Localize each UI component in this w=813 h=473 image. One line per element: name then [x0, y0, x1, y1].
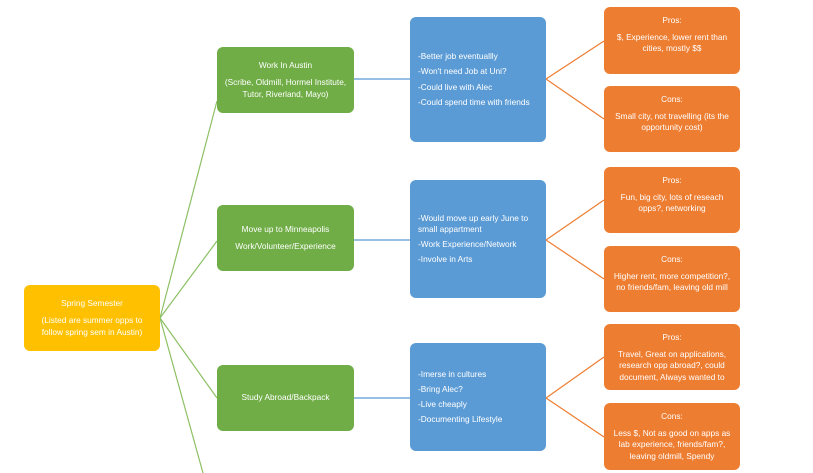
cons-text: Small city, not travelling (its the oppo…: [615, 111, 729, 133]
option-node-study-abroad: Study Abroad/Backpack: [217, 365, 354, 431]
option-3-title: Study Abroad/Backpack: [241, 392, 330, 403]
option-2-title: Move up to Minneapolis: [241, 223, 330, 234]
pros-label: Pros:: [662, 15, 682, 25]
cons-label: Cons:: [661, 411, 683, 421]
option-1-subtitle: (Scribe, Oldmill, Hormel Institute, Tuto…: [224, 77, 347, 99]
cons-text: Less $, Not as good on apps as lab exper…: [613, 428, 731, 461]
pros-node-study-abroad: Pros: Travel, Great on applications, res…: [604, 324, 740, 390]
connector-root-option-2: [159, 240, 218, 319]
connector-root-option-3: [159, 317, 218, 399]
pros-label: Pros:: [662, 332, 682, 342]
connector-details-1-cons: [545, 78, 605, 120]
pros-label: Pros:: [662, 175, 682, 185]
detail-line: -Involve in Arts: [418, 254, 473, 265]
connector-details-3-pros: [545, 356, 605, 399]
connector-details-1-pros: [545, 40, 605, 80]
option-1-title: Work In Austin: [258, 60, 313, 71]
detail-line: -Would move up early June to small appar…: [418, 212, 529, 234]
connector-details-3-cons: [545, 397, 605, 438]
root-subtitle: (Listed are summer opps to follow spring…: [41, 315, 143, 337]
cons-text: Higher rent, more competition?, no frien…: [613, 271, 731, 293]
detail-line: -Live cheaply: [418, 399, 467, 409]
connector-root-option-offscreen: [159, 317, 204, 473]
detail-line: -Could spend time with friends: [418, 96, 530, 107]
connector-details-2-cons: [545, 239, 605, 280]
root-title: Spring Semester: [61, 298, 123, 309]
cons-label: Cons:: [661, 94, 683, 104]
detail-line: -Bring Alec?: [418, 383, 463, 394]
detail-line: -Documenting Lifestyle: [418, 414, 503, 425]
detail-line: -Better job eventuallly: [418, 51, 498, 62]
pros-text: $, Experience, lower rent than cities, m…: [616, 32, 728, 54]
option-node-work-in-austin: Work In Austin (Scribe, Oldmill, Hormel …: [217, 47, 354, 113]
connector-root-option-1: [159, 100, 218, 319]
details-node-move-to-minneapolis: -Would move up early June to small appar…: [410, 180, 546, 298]
option-node-move-to-minneapolis: Move up to Minneapolis Work/Volunteer/Ex…: [217, 205, 354, 271]
cons-node-move-to-minneapolis: Cons: Higher rent, more competition?, no…: [604, 246, 740, 312]
details-node-study-abroad: -Imerse in cultures -Bring Alec? -Live c…: [410, 343, 546, 451]
option-2-subtitle: Work/Volunteer/Experience: [235, 241, 336, 251]
detail-line: -Could live with Alec: [418, 81, 493, 92]
detail-line: -Won't need Job at Uni?: [418, 66, 507, 77]
pros-text: Fun, big city, lots of reseach opps?, ne…: [620, 192, 724, 214]
pros-node-work-in-austin: Pros: $, Experience, lower rent than cit…: [604, 7, 740, 74]
connector-details-2-pros: [545, 199, 605, 241]
pros-text: Travel, Great on applications, research …: [617, 349, 727, 382]
details-node-work-in-austin: -Better job eventuallly -Won't need Job …: [410, 17, 546, 142]
pros-node-move-to-minneapolis: Pros: Fun, big city, lots of reseach opp…: [604, 167, 740, 233]
detail-line: -Imerse in cultures: [418, 368, 487, 379]
detail-line: -Work Experience/Network: [418, 239, 517, 249]
cons-node-work-in-austin: Cons: Small city, not travelling (its th…: [604, 86, 740, 152]
cons-node-study-abroad: Cons: Less $, Not as good on apps as lab…: [604, 403, 740, 470]
cons-label: Cons:: [661, 254, 683, 264]
root-node-spring-semester: Spring Semester (Listed are summer opps …: [24, 285, 160, 351]
